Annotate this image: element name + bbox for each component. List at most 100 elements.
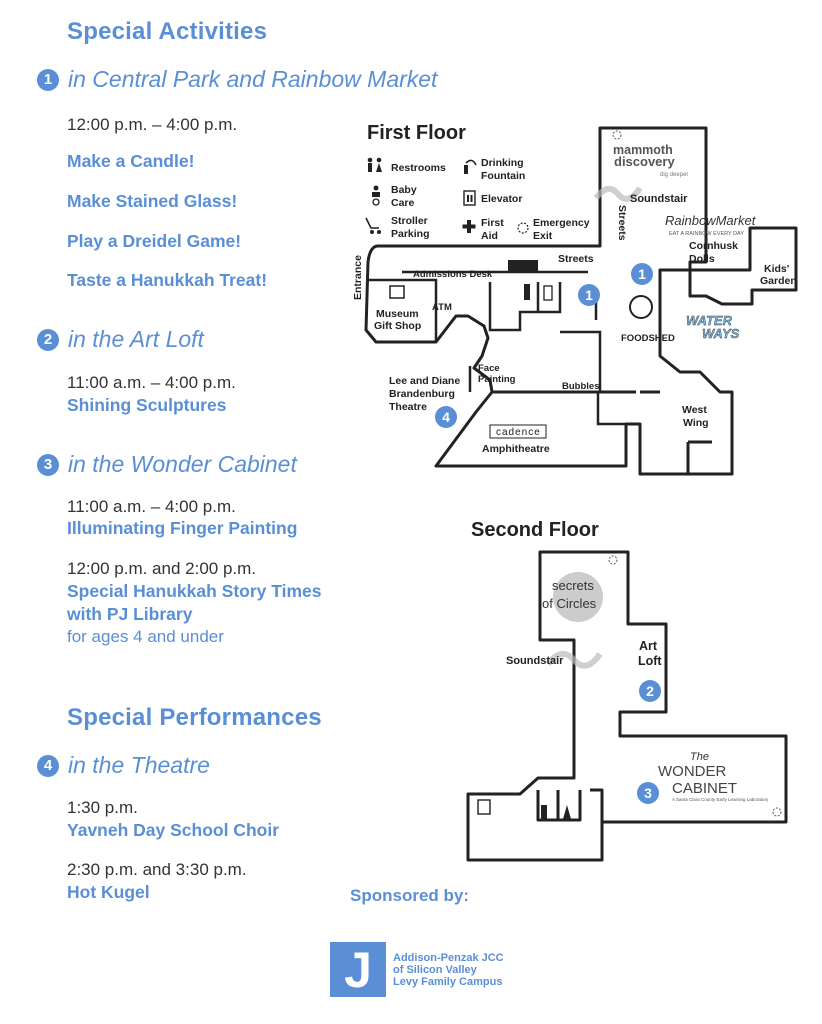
rainbow-market-tag: EAT A RAINBOW EVERY DAY [669, 231, 744, 237]
section-2-location: 2 in the Art Loft [37, 326, 204, 353]
emergency-exit-icon [517, 222, 529, 234]
stroller-icon [365, 217, 381, 234]
section-3-location-text: in the Wonder Cabinet [68, 451, 297, 477]
soundstair-label-2: Soundstair [506, 655, 564, 667]
amphitheatre-label: Amphitheatre [482, 443, 550, 455]
wonder-label-1: WONDER [658, 763, 726, 780]
map-marker-4 [435, 406, 457, 428]
svg-text:mammoth: mammoth [613, 143, 673, 157]
performance-2-name: Hot Kugel [67, 882, 150, 902]
section-2-location-text: in the Art Loft [68, 326, 204, 352]
marker-4-icon: 4 [37, 754, 59, 777]
activity-shining-sculptures: Shining Sculptures [67, 395, 227, 415]
face-painting-label-2: Painting [478, 374, 516, 385]
restroom-icon [524, 284, 530, 300]
story-times-note: for ages 4 and under [67, 627, 224, 646]
section-1-time: 12:00 p.m. – 4:00 p.m. [67, 115, 238, 134]
section-1-location-text: in Central Park and Rainbow Market [68, 66, 438, 92]
cadence-label: cadence [496, 427, 541, 438]
special-performances-heading: Special Performances [67, 704, 322, 731]
legend-exit-1: Emergency [533, 217, 590, 229]
wonder-tag: A Santa Clara County Early Learning Labo… [672, 797, 769, 802]
elevator-icon-2 [477, 799, 491, 815]
legend-stroller-2: Parking [391, 228, 430, 240]
jcc-logo-text: Addison-Penzak JCC of Silicon Valley Lev… [393, 952, 504, 988]
restroom-men-icon [541, 805, 547, 819]
legend-firstaid-2: Aid [481, 230, 498, 242]
entrance-label: Entrance [352, 255, 364, 300]
section-1-location: 1 in Central Park and Rainbow Market [37, 66, 437, 93]
streets-vertical-label: Streets [616, 205, 628, 241]
activity-stained-glass: Make Stained Glass! [67, 191, 238, 211]
atm-label: ATM [432, 302, 452, 313]
marker-2-icon: 2 [37, 328, 59, 351]
section-4-location-text: in the Theatre [68, 752, 210, 778]
legend-restrooms: Restrooms [391, 162, 446, 174]
sponsored-by-label: Sponsored by: [350, 886, 470, 905]
map-marker-3-num: 3 [644, 785, 652, 801]
jcc-line-2: of Silicon Valley [393, 963, 477, 976]
exit-icon-2 [608, 555, 618, 565]
map-marker-2-num: 2 [646, 683, 654, 699]
activity-finger-painting: Illuminating Finger Painting [67, 518, 298, 538]
legend-elevator: Elevator [481, 193, 522, 205]
legend-fountain-2: Fountain [481, 170, 525, 182]
first-floor-title: First Floor [367, 122, 466, 144]
section-3-location: 3 in the Wonder Cabinet [37, 451, 297, 478]
wonder-label-the: The [690, 751, 709, 763]
soundstair-label: Soundstair [630, 193, 688, 205]
special-activities-heading: Special Activities [67, 18, 268, 45]
map-marker-3 [637, 782, 659, 804]
waterways-label-2: WAYS [702, 326, 740, 341]
west-wing-label-1: West [682, 404, 707, 416]
baby-care-icon [372, 185, 380, 206]
svg-text:dig deeper: dig deeper [660, 172, 688, 178]
wonder-label-2: CABINET [672, 780, 737, 797]
soundstair-wave-icon-2 [545, 651, 603, 669]
section-4-location: 4 in the Theatre [37, 752, 210, 779]
svg-text:discovery: discovery [614, 154, 675, 169]
cornhusk-label-1: Cornhusk [689, 240, 738, 252]
first-floor-inner-walls [368, 270, 626, 426]
legend-baby-1: Baby [391, 184, 417, 196]
legend-baby-2: Care [391, 197, 415, 209]
rainbow-market-label: RainbowMarket [665, 213, 757, 228]
first-floor-outline [364, 126, 798, 476]
theatre-label-2: Brandenburg [389, 388, 455, 400]
cadence-box [489, 424, 547, 439]
activity-make-candle: Make a Candle! [67, 151, 195, 171]
legend-firstaid-1: First [481, 217, 504, 229]
bubbles-label: Bubbles [562, 381, 599, 392]
restroom-women-icon [563, 805, 571, 819]
jcc-line-1: Addison-Penzak JCC [393, 951, 504, 964]
section-3-time: 11:00 a.m. – 4:00 p.m. [67, 497, 236, 516]
performance-1-name: Yavneh Day School Choir [67, 820, 279, 840]
second-floor-title: Second Floor [471, 519, 599, 541]
jcc-logo-mark: J [330, 942, 386, 998]
fire-truck-icon [508, 260, 538, 272]
performance-2-time: 2:30 p.m. and 3:30 p.m. [67, 860, 247, 879]
waterways-label-1: WATER [686, 313, 733, 328]
theatre-label-3: Theatre [389, 401, 427, 413]
activity-dreidel-game: Play a Dreidel Game! [67, 231, 242, 251]
map-legend: Restrooms Drinking Fountain Baby Care El… [365, 157, 590, 242]
face-painting-label-1: Face [478, 363, 500, 374]
museum-label-2: Gift Shop [374, 320, 421, 332]
second-floor-outline [466, 550, 788, 862]
secrets-label-1: secrets [552, 578, 594, 593]
restrooms-icon [367, 157, 382, 172]
marker-1-icon: 1 [37, 68, 59, 91]
streets-label: Streets [558, 253, 594, 265]
exit-icon [612, 130, 622, 140]
foodshed-icon [629, 295, 653, 319]
activity-story-times-line1: Special Hanukkah Story Times [67, 581, 322, 601]
first-aid-icon [462, 220, 476, 233]
map-marker-2 [639, 680, 661, 702]
legend-exit-2: Exit [533, 230, 553, 242]
marker-3-icon: 3 [37, 453, 59, 476]
activity-story-times-line2: with PJ Library [67, 604, 193, 624]
kids-garden-label-2: Garden [760, 275, 797, 287]
baby-care-map-icon [543, 285, 553, 301]
map-marker-1a-num: 1 [585, 287, 593, 303]
